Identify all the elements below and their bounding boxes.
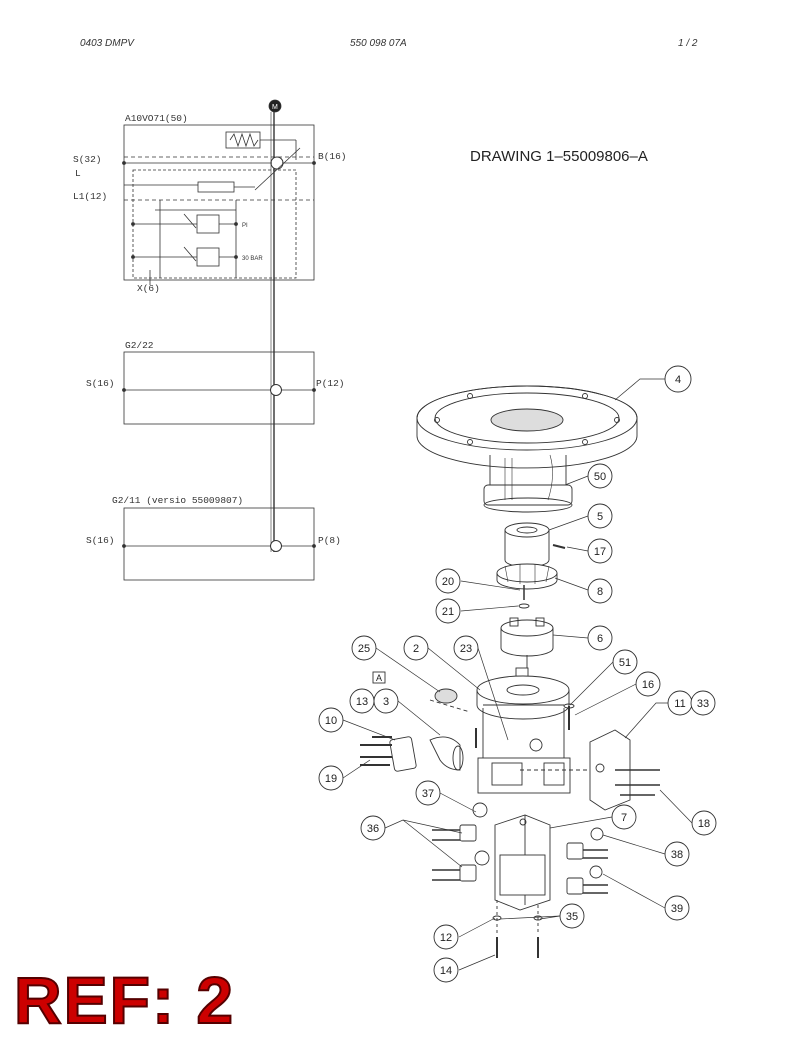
block2-title: G2/22	[125, 340, 154, 351]
valve-pi-label: PI	[242, 223, 248, 229]
block1-port-s: S(32)	[73, 154, 102, 165]
header-page-number: 1 / 2	[678, 38, 698, 49]
callout-38: 38	[671, 849, 683, 861]
header-document-code: 0403 DMPV	[80, 38, 134, 49]
part-coupling-lower	[500, 617, 554, 672]
callout-19: 19	[325, 773, 337, 785]
callout-8: 8	[597, 586, 603, 598]
callout-4: 4	[675, 374, 681, 386]
block3-port-p: P(8)	[318, 535, 341, 546]
callout-14: 14	[440, 965, 452, 977]
part-fittings-left	[432, 802, 490, 882]
callout-16: 16	[642, 679, 654, 691]
callout-17: 17	[594, 546, 606, 558]
block1-port-x: X(6)	[137, 283, 160, 294]
valve-30bar-label: 30 BAR	[242, 256, 263, 262]
callout-5: 5	[597, 511, 603, 523]
exploded-view	[318, 365, 717, 983]
callout-36: 36	[367, 823, 379, 835]
callout-7: 7	[621, 812, 627, 824]
callout-3: 3	[383, 696, 389, 708]
view-marker-box	[372, 671, 386, 684]
callout-18: 18	[698, 818, 710, 830]
block1-port-l1: L1(12)	[73, 191, 107, 202]
callout-23: 23	[460, 643, 472, 655]
callout-6: 6	[597, 633, 603, 645]
callout-33: 33	[697, 698, 709, 710]
callout-12: 12	[440, 932, 452, 944]
block1-frame	[123, 124, 315, 281]
block1-port-b: B(16)	[318, 151, 347, 162]
part-fittings-right	[566, 827, 608, 895]
part-spider	[496, 563, 558, 590]
callout-50: 50	[594, 471, 606, 483]
block3-port-s: S(16)	[86, 535, 115, 546]
part-bell-housing	[483, 454, 573, 513]
callout-2: 2	[413, 643, 419, 655]
part-flange	[416, 385, 638, 469]
callout-25: 25	[358, 643, 370, 655]
motor-symbol-icon	[268, 99, 282, 113]
block3-title: G2/11 (versio 55009807)	[112, 495, 243, 506]
callout-21: 21	[442, 606, 454, 618]
callout-20: 20	[442, 576, 454, 588]
part-filter	[429, 688, 471, 713]
callout-39: 39	[671, 903, 683, 915]
part-elbow	[429, 736, 464, 771]
callout-13: 13	[356, 696, 368, 708]
block2-port-p: P(12)	[316, 378, 345, 389]
header-part-number: 550 098 07A	[350, 38, 407, 49]
part-flange-small	[360, 736, 417, 772]
part-coupling-upper	[504, 522, 566, 568]
ref-label: REF: 2	[13, 962, 236, 1038]
callout-10: 10	[325, 715, 337, 727]
block1-title: A10VO71(50)	[125, 113, 188, 124]
part-lower-pump	[494, 814, 551, 911]
callout-51: 51	[619, 657, 631, 669]
callout-35: 35	[566, 911, 578, 923]
block2-port-s: S(16)	[86, 378, 115, 389]
hydraulic-schematic: M	[122, 99, 316, 581]
drawing-title: DRAWING 1–55009806–A	[470, 148, 648, 165]
view-marker-label: A	[376, 673, 382, 683]
part-pump-body	[476, 675, 571, 794]
part-adapter-block	[520, 729, 660, 811]
svg-text:M: M	[272, 104, 278, 111]
callout-11: 11	[674, 698, 685, 710]
block1-port-l: L	[75, 168, 81, 179]
callout-37: 37	[422, 788, 434, 800]
